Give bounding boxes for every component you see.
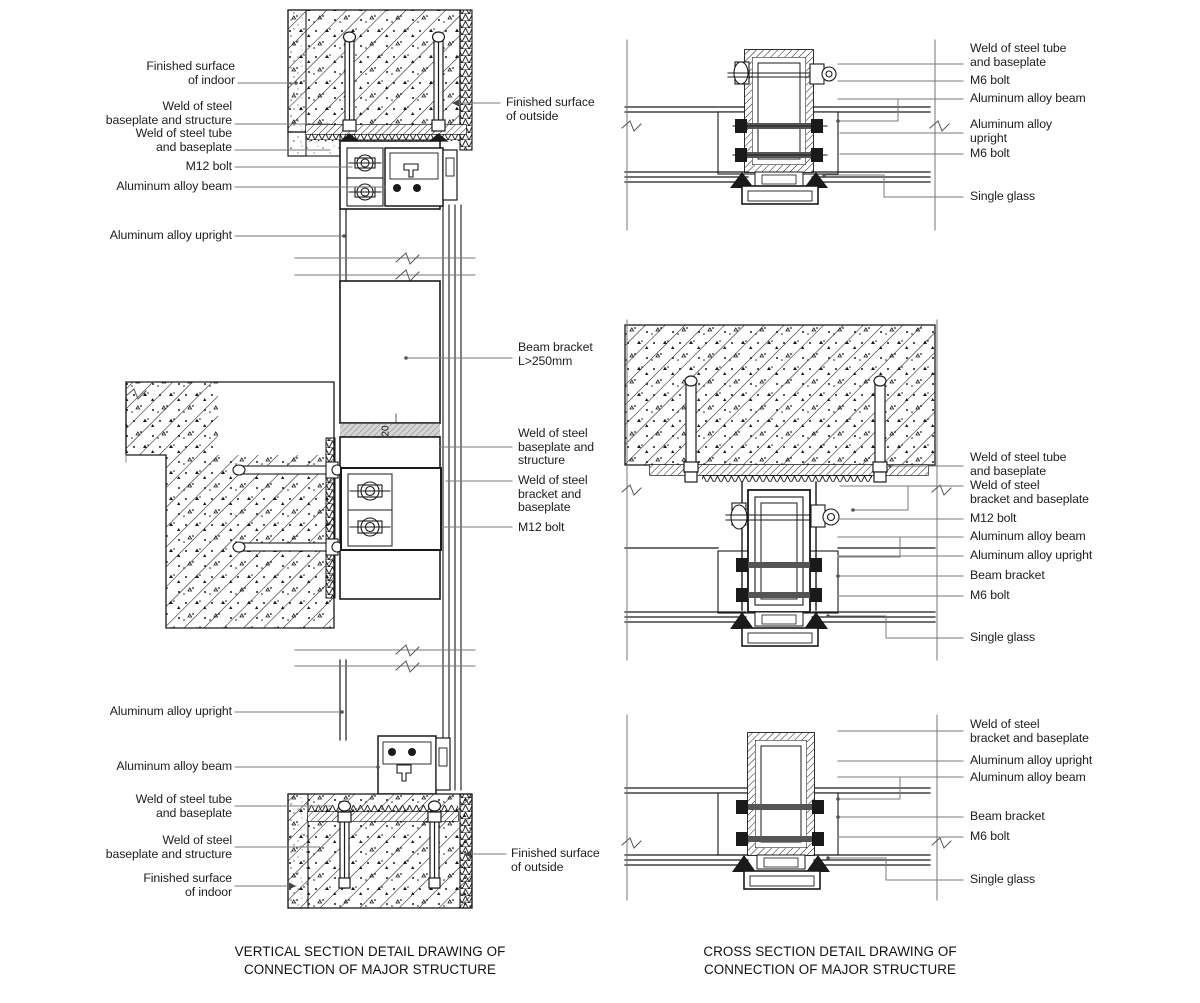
label-vs-bot-weld-baseplate-structure: Weld of steel baseplate and structure [105,833,232,861]
vs-middle-concrete-wall [125,381,336,629]
label-cs-top-m6-bolt-2: M6 bolt [970,146,1010,160]
label-cs-bot-aluminum-alloy-beam: Aluminum alloy beam [970,770,1086,784]
cs-middle-detail [624,324,936,647]
label-vs-top-weld-tube-baseplate: Weld of steel tube and baseplate [135,126,233,154]
vs-bottom-bracket [377,735,451,795]
label-cs-mid-aluminum-alloy-upright: Aluminum alloy upright [970,548,1093,562]
label-vs-bot-finished-surface-indoor: Finished surface of indoor [143,871,232,899]
vs-break-upper [294,252,476,282]
vs-middle-bracket [340,467,442,551]
caption-vertical-section: VERTICAL SECTION DETAIL DRAWING OF CONNE… [234,944,506,977]
label-vs-top-m12-bolt: M12 bolt [185,159,232,173]
label-cs-mid-aluminum-alloy-beam: Aluminum alloy beam [970,529,1086,543]
label-cs-mid-weld-tube-baseplate: Weld of steel tube and baseplate [970,450,1067,478]
label-vs-top-aluminum-alloy-upright: Aluminum alloy upright [109,228,232,242]
cs-top-detail [624,49,931,205]
label-cs-mid-m6-bolt: M6 bolt [970,588,1010,602]
label-cs-top-weld-tube-baseplate: Weld of steel tube and baseplate [970,41,1067,69]
label-cs-mid-beam-bracket: Beam bracket [970,568,1045,582]
label-cs-bot-beam-bracket: Beam bracket [970,809,1045,823]
caption-cross-section: CROSS SECTION DETAIL DRAWING OF CONNECTI… [703,944,957,977]
label-vs-bot-finished-surface-outside: Finished surface of outside [511,846,600,874]
vs-top-slab [287,9,473,157]
label-cs-mid-single-glass: Single glass [970,630,1036,644]
label-vs-mid-beam-bracket: Beam bracket L>250mm [518,340,593,368]
vs-break-lower [294,644,476,673]
label-cs-bot-aluminum-alloy-upright: Aluminum alloy upright [970,753,1093,767]
label-vs-mid-m12-bolt: M12 bolt [518,520,565,534]
vs-top-bracket [339,140,458,210]
label-cs-top-aluminum-alloy-upright: Aluminum alloy upright [970,117,1052,145]
label-cs-mid-m12-bolt: M12 bolt [970,511,1017,525]
label-cs-bot-weld-bracket-baseplate: Weld of steel bracket and baseplate [970,717,1089,745]
leader-lines [234,63,964,890]
label-vs-bot-aluminum-alloy-upright: Aluminum alloy upright [109,704,232,718]
label-cs-bot-m6-bolt: M6 bolt [970,829,1010,843]
label-cs-top-m6-bolt-1: M6 bolt [970,73,1010,87]
label-vs-bot-aluminum-alloy-beam: Aluminum alloy beam [116,759,232,773]
vs-bottom-anchor-bolts [337,800,442,889]
label-vs-mid-weld-baseplate-structure: Weld of steel baseplate and structure [518,426,594,468]
vs-top-anchor-bolts [339,31,449,142]
vs-mullion-lines [339,204,462,791]
label-vs-top-finished-surface-indoor: Finished surface of indoor [146,59,235,87]
label-cs-top-single-glass: Single glass [970,189,1036,203]
label-cs-bot-single-glass: Single glass [970,872,1036,886]
label-vs-bot-weld-tube-baseplate: Weld of steel tube and baseplate [135,792,233,820]
cs-bottom-detail [624,732,931,890]
label-vs-top-finished-surface-outside: Finished surface of outside [506,95,595,123]
label-cs-top-aluminum-alloy-beam: Aluminum alloy beam [970,91,1086,105]
vs-bottom-slab [287,793,473,909]
label-vs-mid-weld-bracket-baseplate: Weld of steel bracket and baseplate [518,473,588,515]
vs-middle-upright [339,280,441,600]
label-cs-mid-weld-bracket-baseplate: Weld of steel bracket and baseplate [970,478,1089,506]
vs-middle-anchors [232,461,343,556]
label-vs-top-weld-baseplate-structure: Weld of steel baseplate and structure [105,99,232,127]
dimension-20mm: 20 [380,425,392,437]
label-vs-top-aluminum-alloy-beam: Aluminum alloy beam [116,179,232,193]
